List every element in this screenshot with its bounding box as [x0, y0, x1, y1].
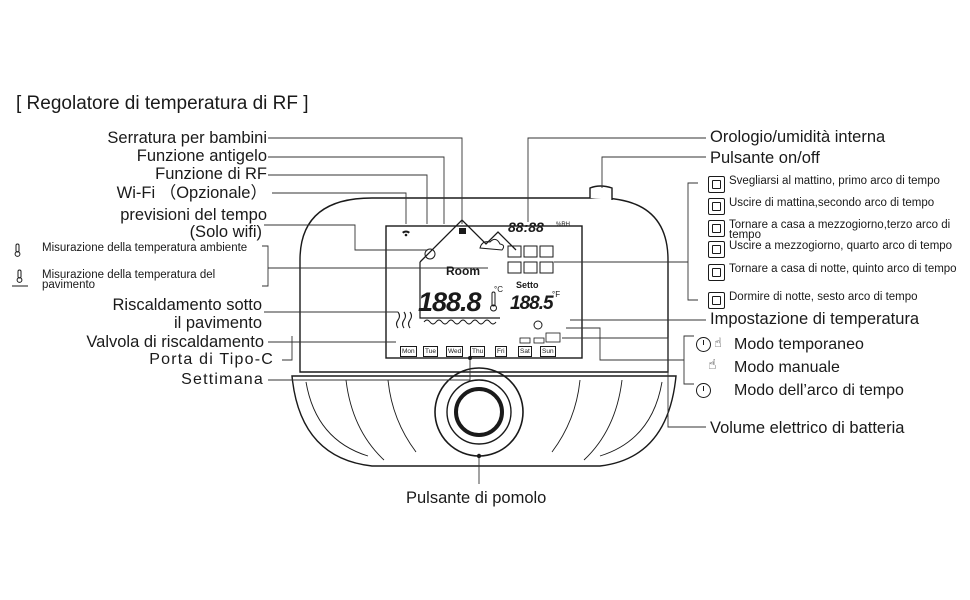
lcd-day-thu: Thu	[470, 346, 486, 357]
label-battery-level: Volume elettrico di batteria	[710, 419, 905, 437]
power-button	[589, 185, 613, 200]
lcd-room-temp: 188.8	[418, 287, 482, 317]
label-temp-setting: Impostazione di temperatura	[710, 310, 920, 328]
label-knob: Pulsante di pomolo	[406, 489, 547, 507]
label-rf-function: Funzione di RF	[155, 165, 267, 183]
mode-label: Modo dell’arco di tempo	[734, 382, 904, 399]
lcd-day-sat: Sat	[518, 346, 532, 357]
label-wifi: Wi-Fi （Opzionale）	[116, 184, 267, 202]
label-heating-valve: Valvola di riscaldamento	[86, 333, 264, 351]
mode-label: Modo manuale	[734, 359, 840, 376]
hand-icon: ☝	[708, 356, 717, 372]
mode-label: Modo temporaneo	[734, 336, 864, 353]
period-label: Uscire di mattina,secondo arco di tempo	[729, 197, 935, 209]
lcd-humidity-unit: %RH	[556, 222, 571, 228]
label-week: Settimana	[181, 371, 264, 388]
time-period-mode-icon	[696, 383, 711, 398]
lcd-day-tue: Tue	[423, 346, 438, 357]
wake-up-icon	[708, 176, 725, 193]
lcd-screen	[385, 225, 583, 359]
lcd-room-unit: °C	[494, 285, 503, 294]
period-label: Uscire a mezzogiorno, quarto arco di tem…	[729, 240, 953, 252]
label-type-c-port: Porta di Tipo-C	[149, 351, 274, 368]
label-clock-humidity: Orologio/umidità interna	[710, 128, 886, 146]
lcd-setto-label: Setto	[516, 280, 539, 290]
label-child-lock: Serratura per bambini	[107, 129, 267, 147]
period-label: Svegliarsi al mattino, primo arco di tem…	[729, 175, 940, 187]
sleep-icon	[708, 292, 725, 309]
diagram-title: [ Regolatore di temperatura di RF ]	[16, 93, 309, 114]
label-ambient-temp: Misurazione della temperatura ambiente	[42, 242, 248, 254]
lcd-set-unit: °F	[552, 290, 561, 299]
label-power-button: Pulsante on/off	[710, 149, 820, 167]
label-antifreeze: Funzione antigelo	[136, 147, 267, 165]
leave-noon-icon	[708, 241, 725, 258]
lcd-day-mon: Mon	[400, 346, 417, 357]
label-forecast: previsioni del tempo	[120, 206, 267, 224]
lcd-set-temp: 188.5	[510, 293, 554, 314]
label-floor-temp: Misurazione della temperatura del pavime…	[42, 269, 216, 291]
house-outline	[419, 219, 517, 263]
lcd-clock: 88:88	[508, 219, 544, 235]
temporary-mode-icon: ☝	[696, 335, 722, 352]
label-floor-heating-2: il pavimento	[173, 314, 262, 332]
label-floor-heating: Riscaldamento sotto	[112, 296, 263, 314]
knob	[434, 367, 524, 457]
lcd-room-label: Room	[446, 264, 480, 278]
return-noon-icon	[708, 220, 725, 237]
label-forecast-note: (Solo wifi)	[189, 223, 262, 241]
lcd-day-fri: Fri	[495, 346, 507, 357]
lcd-day-wed: Wed	[446, 346, 464, 357]
period-label: Tornare a casa di notte, quinto arco di …	[729, 263, 957, 275]
leave-morning-icon	[708, 198, 725, 215]
lcd-day-sun: Sun	[540, 346, 556, 357]
period-label: Dormire di notte, sesto arco di tempo	[729, 291, 918, 303]
period-label: Tornare a casa a mezzogiorno,terzo arco …	[729, 219, 951, 241]
return-night-icon	[708, 264, 725, 281]
